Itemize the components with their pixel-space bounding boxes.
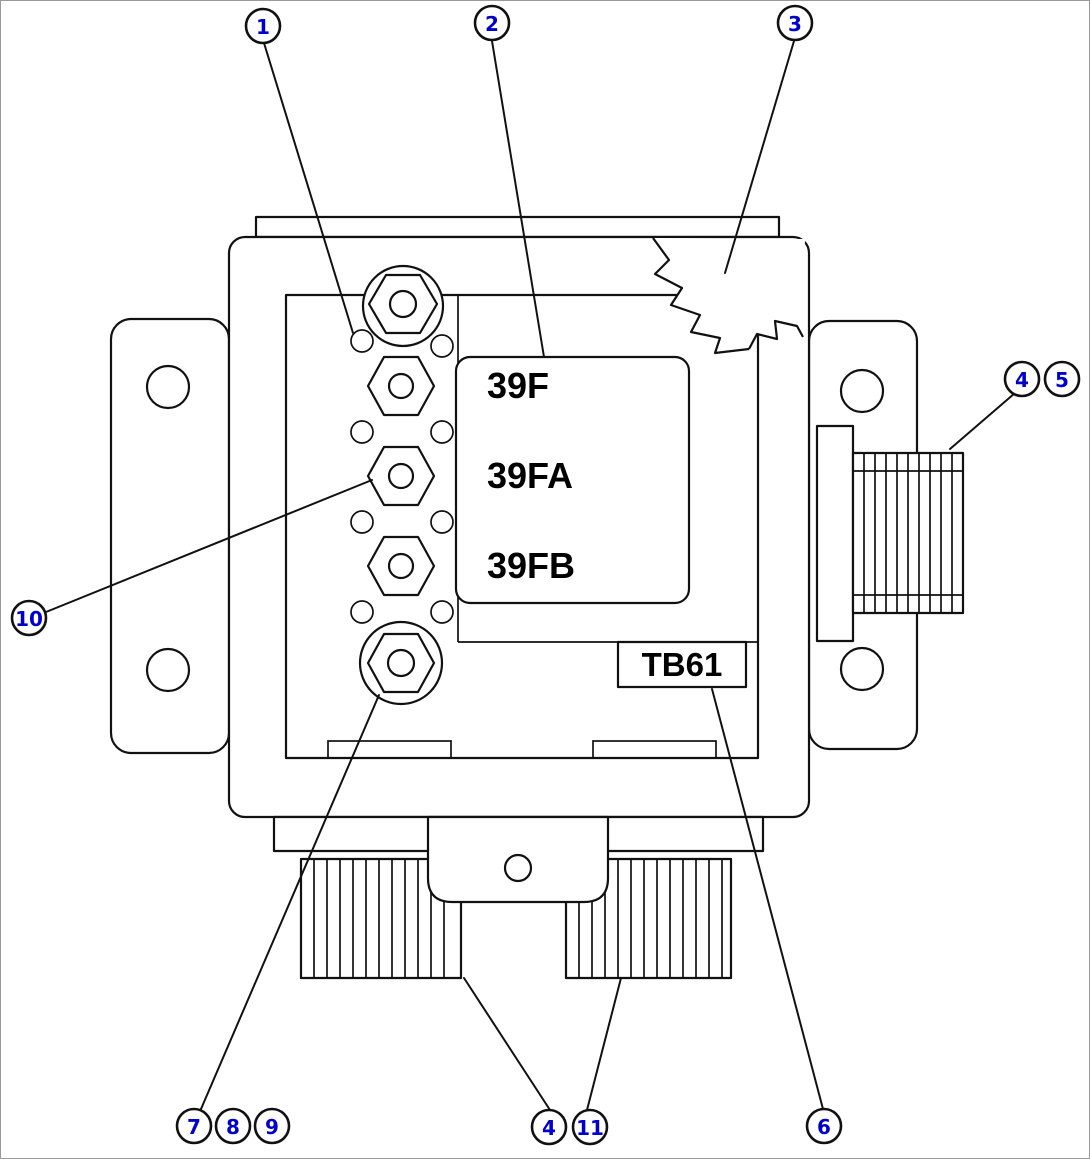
callout-circle[interactable] (175, 1107, 213, 1145)
leader-7-8-9 (200, 694, 380, 1110)
callout-10[interactable]: 10 (10, 599, 48, 637)
callout-number: 4 (542, 1116, 556, 1140)
callout-number: 9 (265, 1115, 279, 1139)
callout-number: 2 (485, 12, 499, 36)
callout-6[interactable]: 6 (805, 1107, 843, 1145)
callout-circle[interactable] (10, 599, 48, 637)
callout-number: 1 (256, 15, 270, 39)
center-bracket (426, 815, 610, 904)
callout-circle[interactable] (1043, 360, 1081, 398)
mounting-hole (839, 368, 885, 414)
callout-circle[interactable] (571, 1108, 609, 1146)
leader-10 (45, 479, 373, 613)
callout-circle[interactable] (776, 4, 814, 42)
callout-circle[interactable] (473, 4, 511, 42)
callout-7[interactable]: 7 (175, 1107, 213, 1145)
callouts: 1 2 3 4 5 10 7 8 (10, 4, 1081, 1146)
mounting-hole (145, 364, 191, 410)
callout-4-bottom[interactable]: 4 (530, 1108, 568, 1146)
torn-cover-break (652, 237, 805, 355)
bottom-terminal-stud (358, 620, 444, 706)
label-plate: 39F 39FA 39FB (454, 355, 691, 605)
leader-4-5 (949, 392, 1016, 450)
leader-11 (586, 977, 622, 1111)
callout-4-right[interactable]: 4 (1003, 360, 1041, 398)
left-mounting-flange (109, 317, 231, 755)
connector-ribs (313, 859, 445, 978)
leader-6 (711, 688, 824, 1110)
cover-lip (254, 215, 781, 239)
tb61-text: TB61 (642, 646, 723, 683)
side-connector-ribs (863, 453, 953, 613)
label-39fa: 39FA (487, 455, 573, 496)
callout-circle[interactable] (253, 1107, 291, 1145)
callout-8[interactable]: 8 (214, 1107, 252, 1145)
leader-lines (45, 40, 1016, 1111)
callout-number: 10 (15, 607, 43, 631)
tb61-tag: TB61 (616, 640, 748, 689)
bracket-hole (503, 853, 533, 883)
callout-circle[interactable] (214, 1107, 252, 1145)
callout-circle[interactable] (244, 7, 282, 45)
inner-panel (284, 293, 760, 760)
callout-number: 5 (1055, 368, 1069, 392)
top-terminal-stud (361, 264, 445, 348)
callout-number: 3 (788, 12, 802, 36)
screw-holes (350, 329, 454, 624)
callout-circle[interactable] (1003, 360, 1041, 398)
callout-circle[interactable] (530, 1108, 568, 1146)
callout-11[interactable]: 11 (571, 1108, 609, 1146)
terminal-nut-39fa (366, 445, 436, 507)
label-39fb: 39FB (487, 545, 575, 586)
bottom-tab (592, 740, 717, 759)
bottom-tab (327, 740, 452, 759)
bottom-assembly (272, 815, 765, 980)
callout-number: 6 (817, 1115, 831, 1139)
leader-2 (491, 40, 545, 358)
callout-circle[interactable] (805, 1107, 843, 1145)
callout-number: 8 (226, 1115, 240, 1139)
side-connector (815, 424, 965, 643)
terminal-strip (350, 264, 454, 706)
callout-2[interactable]: 2 (473, 4, 511, 42)
terminal-nut-39f (366, 355, 436, 417)
callout-5[interactable]: 5 (1043, 360, 1081, 398)
terminal-nut-39fb (366, 535, 436, 597)
leader-1 (263, 42, 354, 334)
leader-3 (724, 40, 795, 274)
mounting-hole (145, 647, 191, 693)
callout-1[interactable]: 1 (244, 7, 282, 45)
connector-ribs (578, 859, 723, 978)
callout-number: 7 (187, 1115, 201, 1139)
label-39f: 39F (487, 365, 549, 406)
callout-number: 11 (576, 1116, 604, 1140)
mounting-hole (839, 646, 885, 692)
callout-9[interactable]: 9 (253, 1107, 291, 1145)
callout-number: 4 (1015, 368, 1029, 392)
side-connector-bracket (815, 424, 855, 643)
callout-3[interactable]: 3 (776, 4, 814, 42)
leader-4-bottom (463, 977, 551, 1111)
